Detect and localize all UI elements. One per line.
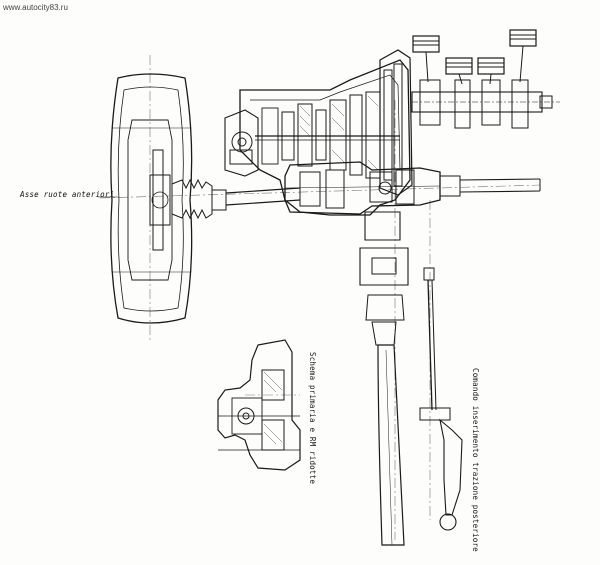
rear-propeller-shaft [359, 211, 409, 546]
primary-schema-detail [217, 339, 301, 471]
clutch-assembly [379, 49, 413, 196]
engine-pistons [412, 29, 537, 85]
gearbox-housing [239, 59, 411, 216]
right-output-shaft [439, 175, 541, 197]
front-cv-joint-boot [171, 178, 227, 220]
front-axle-label: Asse ruote anteriori [20, 190, 115, 199]
front-wheel [110, 73, 193, 324]
transfer-case [284, 161, 441, 215]
rear-drive-lever [419, 267, 463, 531]
engine-crankshaft [411, 79, 560, 129]
primary-schema-label: Schema primaria e RM ridotte [308, 352, 317, 485]
watermark-text: www.autocity83.ru [3, 3, 68, 12]
gearbox-left-flange [224, 109, 259, 177]
rear-drive-control-label: Comando inserimento trazione posteriore [471, 368, 480, 552]
front-axle-shaft [225, 187, 301, 206]
